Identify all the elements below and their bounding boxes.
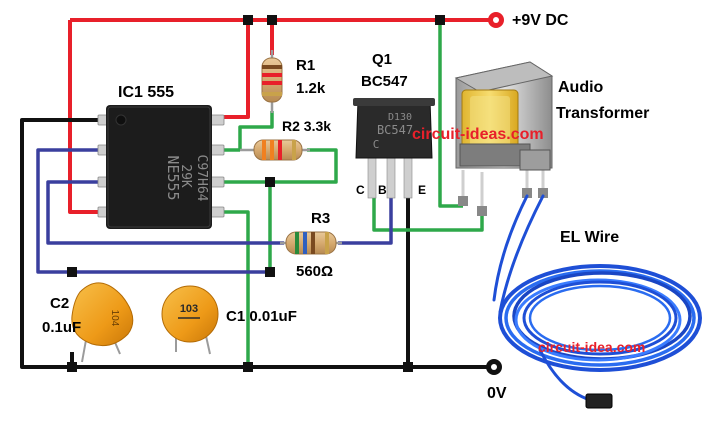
label-c1: C1 0.01uF [226, 308, 297, 325]
junction-dots [67, 15, 445, 372]
junction-dot [243, 362, 253, 372]
junction-dot [265, 177, 275, 187]
junction-dot [403, 362, 413, 372]
label-r3-name: R3 [311, 210, 330, 227]
supply-terminal [488, 12, 504, 28]
label-c2-value: 0.1uF [42, 319, 81, 336]
junction-dot [267, 15, 277, 25]
label-q1-type: BC547 [361, 73, 408, 90]
ground-terminal [486, 359, 502, 375]
resistor-r3 [280, 231, 342, 255]
supply-wires [68, 18, 493, 214]
label-el-wire: EL Wire [560, 229, 619, 246]
label-q1-name: Q1 [372, 51, 392, 68]
c1-code: 103 [180, 303, 198, 315]
label-pin-b: B [378, 183, 387, 197]
ic-marking-line2: 29K [178, 164, 193, 188]
q1-marking-line2: BC547 [377, 123, 413, 137]
label-transformer-line1: Audio [558, 79, 604, 96]
junction-dot [243, 15, 253, 25]
label-pin-e: E [418, 183, 426, 197]
label-r3-value: 560Ω [296, 263, 333, 280]
ic-marking-line1: NE555 [164, 155, 182, 200]
label-ic1: IC1 555 [118, 84, 174, 101]
capacitor-c1: 103 [161, 285, 219, 355]
green-signal-wires [224, 20, 484, 367]
watermark-top: circuit-ideas.com [412, 126, 544, 143]
blue-signal-wires [36, 148, 393, 274]
capacitor-c2: 104 [71, 282, 134, 363]
resistor-r2 [240, 139, 310, 161]
el-wire [492, 194, 702, 409]
watermark-bottom: circuit-idea.com [538, 339, 645, 355]
transistor-q1: D130 BC547 C [353, 98, 435, 199]
junction-dot [67, 267, 77, 277]
ic-marking-line3: C97H64 [194, 155, 209, 202]
junction-dot [435, 15, 445, 25]
label-c2-name: C2 [50, 295, 69, 312]
label-r1-name: R1 [296, 57, 315, 74]
audio-transformer [454, 61, 554, 216]
label-r1-value: 1.2k [296, 80, 326, 97]
c2-code: 104 [109, 310, 120, 327]
q1-marking-line1: D130 [388, 112, 412, 123]
q1-marking-line3: C [373, 138, 380, 151]
label-transformer-line2: Transformer [556, 105, 649, 122]
label-ground: 0V [487, 385, 507, 402]
label-r2: R2 3.3k [282, 118, 331, 134]
junction-dot [265, 267, 275, 277]
label-pin-c: C [356, 183, 365, 197]
label-supply: +9V DC [512, 12, 569, 29]
resistor-r1 [261, 50, 283, 113]
junction-dot [67, 362, 77, 372]
ic1-555-chip: NE555 29K C97H64 [97, 105, 225, 229]
